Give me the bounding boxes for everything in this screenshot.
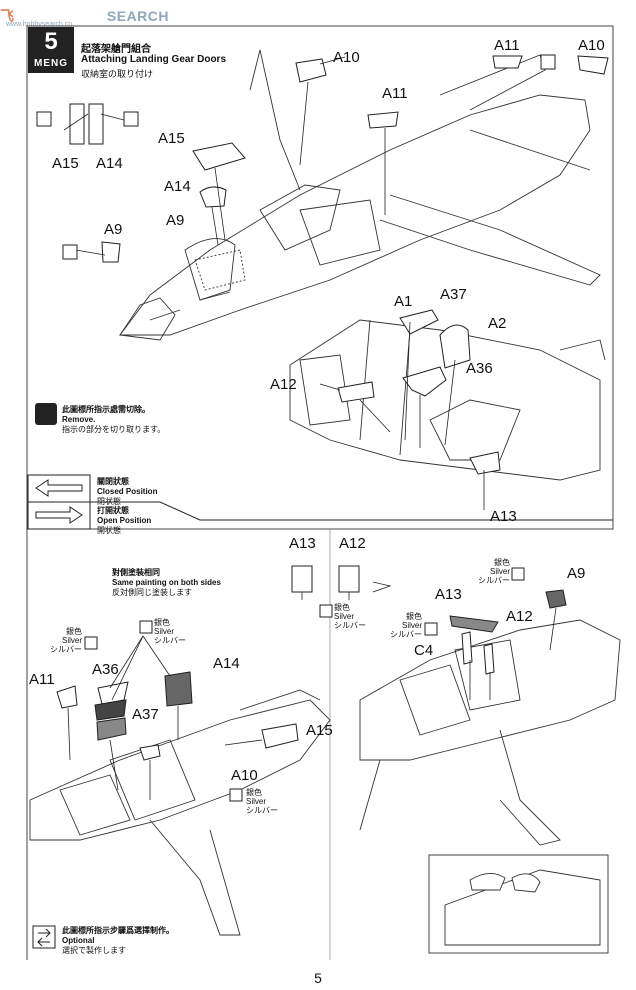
label-a10-corner: A10 — [578, 37, 605, 54]
position-legend — [27, 474, 613, 530]
watermark-site: SEARCH — [106, 8, 170, 24]
open-en: Open Position — [97, 516, 152, 525]
legend-remove-en: Remove. — [62, 415, 96, 424]
label-a14-top: A14 — [164, 178, 191, 195]
label-a15-top: A15 — [158, 130, 185, 147]
label-br-a12b: A12 — [506, 608, 533, 625]
paint-zh: 銀色 — [154, 618, 170, 627]
watermark: 飞 SEARCH — [0, 6, 169, 26]
label-a9-solo: A9 — [104, 221, 123, 238]
label-a36: A36 — [466, 360, 493, 377]
closed-zh: 關閉狀態 — [97, 477, 129, 486]
paint-callout-a9: 銀色 Silver シルバー — [476, 558, 510, 585]
label-a10-top: A10 — [333, 49, 360, 66]
label-br-a9: A9 — [567, 565, 586, 582]
optional-ja: 選択で製作します — [62, 946, 126, 955]
closed-position-legend: 關閉狀態 Closed Position 閉状態 — [97, 477, 157, 507]
legend-remove-ja: 指示の部分を切り取ります。 — [62, 425, 166, 434]
label-a9-top: A9 — [166, 212, 185, 229]
brand-logo: MENG — [34, 58, 68, 69]
parts-top — [69, 55, 609, 263]
open-zh: 打開狀態 — [97, 506, 129, 515]
open-position-legend: 打開狀態 Open Position 開状態 — [97, 506, 151, 536]
paint-callout-a10: 銀色 Silver シルバー — [246, 788, 286, 815]
paint-ja: シルバー — [154, 636, 186, 645]
label-a11-top: A11 — [382, 85, 408, 102]
paint-ja: シルバー — [334, 621, 366, 630]
legend-remove-zh: 此圖標所指示處需切除。 — [62, 405, 150, 414]
paint-zh: 銀色 — [246, 788, 262, 797]
label-br-a13: A13 — [289, 535, 316, 552]
paint-ja: シルバー — [50, 645, 82, 654]
detail-inset — [428, 854, 609, 954]
paint-callout-c4: 銀色 Silver シルバー — [388, 612, 422, 639]
label-bl-a36: A36 — [92, 661, 119, 678]
label-bl-a10: A10 — [231, 767, 258, 784]
step-badge — [28, 27, 74, 73]
title-en: Attaching Landing Gear Doors — [81, 54, 227, 65]
watermark-url: www.hobbysearch.cn — [6, 21, 73, 28]
watermark-brand: 飞 — [0, 8, 15, 24]
paint-zh: 銀色 — [406, 612, 422, 621]
same-painting-note: 對側塗裝相同 Same painting on both sides 反対側同じ… — [112, 568, 221, 598]
label-a14-pair: A14 — [96, 155, 123, 172]
paint-ja: シルバー — [390, 630, 422, 639]
label-a13: A13 — [490, 508, 517, 525]
label-a12: A12 — [270, 376, 297, 393]
label-a2: A2 — [488, 315, 507, 332]
paint-callout-a11: 銀色 Silver シルバー — [48, 627, 82, 654]
open-ja: 開状態 — [97, 526, 121, 535]
label-bl-a37: A37 — [132, 706, 159, 723]
same-painting-ja: 反対側同じ塗装します — [112, 588, 192, 597]
label-bl-a14: A14 — [213, 655, 240, 672]
paint-en: Silver — [489, 567, 510, 576]
title-ja: 収納室の取り付け — [81, 70, 154, 80]
paint-callout-a36: 銀色 Silver シルバー — [154, 618, 194, 645]
label-br-a13b: A13 — [435, 586, 462, 603]
paint-ja: シルバー — [246, 806, 278, 815]
paint-en: Silver — [154, 627, 175, 636]
page-number: 5 — [314, 970, 322, 986]
optional-legend: 此圖標所指示步驟爲選擇制作。 Optional 選択で製作します — [62, 926, 174, 956]
step-number: 5 — [44, 28, 58, 55]
optional-zh: 此圖標所指示步驟爲選擇制作。 — [62, 926, 174, 935]
legend-remove: 此圖標所指示處需切除。 Remove. 指示の部分を切り取ります。 — [62, 405, 165, 435]
paint-callout-a12-a13: 銀色 Silver シルバー — [334, 603, 374, 630]
optional-icon — [32, 925, 56, 949]
paint-zh: 銀色 — [66, 627, 82, 636]
label-bl-a11: A11 — [29, 671, 55, 688]
title-zh: 起落架艙門組合 — [81, 44, 151, 55]
legend-remove-icon — [35, 403, 57, 425]
parts-mid — [337, 309, 501, 475]
optional-en: Optional — [62, 936, 95, 945]
closed-en: Closed Position — [97, 487, 158, 496]
closed-ja: 閉状態 — [97, 497, 121, 506]
aircraft-bottom-right — [359, 619, 621, 846]
aircraft-mid — [289, 319, 606, 481]
same-painting-zh: 對側塗裝相同 — [112, 568, 160, 577]
label-br-a12: A12 — [339, 535, 366, 552]
parts-bottom-left — [56, 671, 299, 761]
same-painting-en: Same painting on both sides — [112, 578, 221, 587]
label-bl-a15: A15 — [306, 722, 333, 739]
aircraft-top — [119, 49, 601, 341]
paint-icons — [36, 54, 556, 802]
label-a37: A37 — [440, 286, 467, 303]
paint-en: Silver — [334, 612, 355, 621]
paint-en: Silver — [401, 621, 422, 630]
label-a15-pair: A15 — [52, 155, 79, 172]
paint-zh: 銀色 — [494, 558, 510, 567]
paint-en: Silver — [246, 797, 267, 806]
label-a1: A1 — [394, 293, 413, 310]
label-a11-corner: A11 — [494, 37, 520, 54]
paint-zh: 銀色 — [334, 603, 350, 612]
paint-ja: シルバー — [478, 576, 510, 585]
paint-en: Silver — [61, 636, 82, 645]
label-br-c4: C4 — [414, 642, 434, 659]
